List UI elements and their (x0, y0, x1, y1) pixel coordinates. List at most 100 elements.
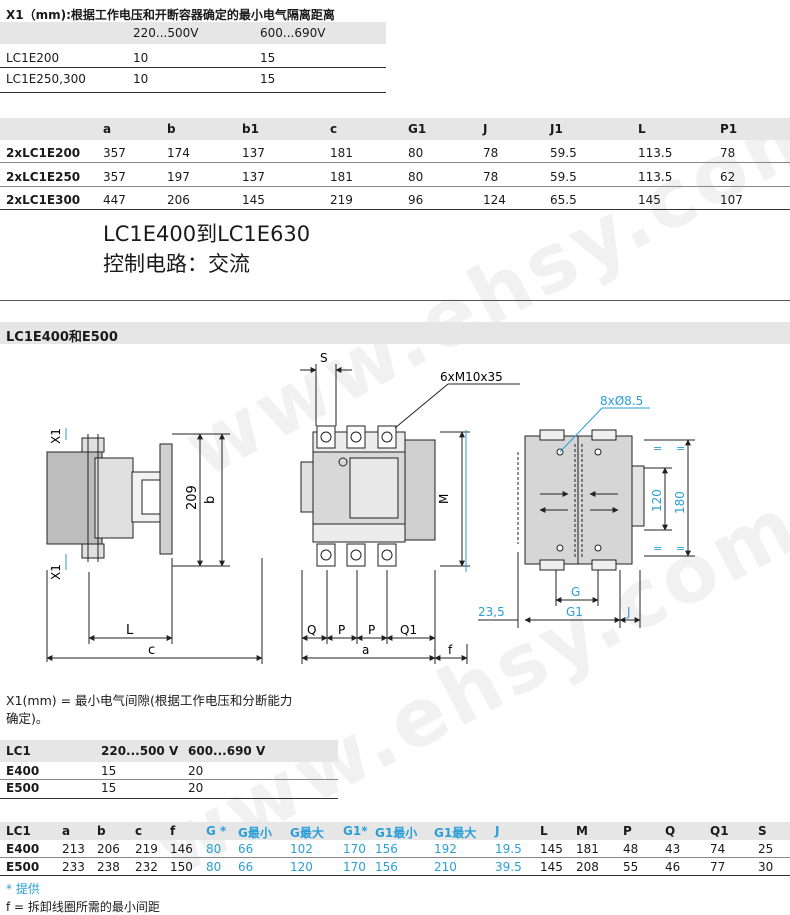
dim-table-2-header: G最大 (290, 826, 324, 840)
dim-table-2-header: Q1 (710, 824, 729, 838)
dim-table-1-header: J (483, 122, 488, 136)
dim-table-2-cell: 120 (290, 860, 313, 874)
dim-table-2-cell: 80 (206, 842, 222, 856)
dim-table-1-cell: 145 (638, 193, 661, 207)
dim-table-2-header: LC1 (6, 824, 31, 838)
dim-table-1-cell: 113.5 (638, 146, 673, 160)
dim-table-1-cell: 80 (408, 170, 424, 184)
dim-table-2-cell: 233 (62, 860, 85, 874)
x1-table-cell: LC1E250,300 (6, 72, 86, 86)
dim-table-2-divider (0, 857, 790, 858)
dim-table-2-cell: 43 (665, 842, 681, 856)
mounting-view (478, 407, 695, 628)
x1-table-2-cell: 20 (188, 764, 204, 778)
dim-Q1-label: Q1 (400, 623, 417, 637)
section-divider (0, 300, 790, 301)
dim-table-1-cell: 2xLC1E200 (6, 146, 81, 160)
dim-table-2-header: Q (665, 824, 676, 838)
holes-spec-label: 8xØ8.5 (600, 394, 643, 408)
dim-G-label: G (571, 585, 580, 599)
dim-table-1-header: b (167, 122, 176, 136)
dim-table-1-rule (0, 162, 790, 163)
dim-180-label: 180 (673, 491, 687, 514)
dim-table-1-cell: 137 (242, 170, 265, 184)
dim-120-label: 120 (650, 489, 664, 512)
dim-table-2-cell: 66 (238, 842, 254, 856)
dim-table-2-cell: 46 (665, 860, 681, 874)
dim-table-1-cell: 181 (330, 170, 353, 184)
front-view (300, 364, 520, 664)
dim-table-1-cell: 107 (720, 193, 743, 207)
dim-table-1-cell: 78 (483, 146, 499, 160)
dim-table-1-cell: 78 (720, 146, 736, 160)
x1-table-2-header: 220...500 V (101, 744, 179, 758)
x1-table-2-bottom-rule (0, 798, 338, 799)
dim-table-1-header: J1 (550, 122, 563, 136)
dim-table-2-header: c (135, 824, 143, 838)
dim-S-label: S (320, 351, 328, 365)
dim-table-2-cell: 102 (290, 842, 313, 856)
dim-table-1-header: c (330, 122, 338, 136)
band-title-bar (0, 322, 790, 344)
dim-table-2-cell: 170 (343, 860, 366, 874)
dim-table-1-cell: 206 (167, 193, 190, 207)
dim-P-label: P (368, 623, 375, 637)
dim-table-2-header: G1最小 (375, 826, 418, 840)
dim-table-2-header: G1最大 (434, 826, 477, 840)
dim-J-label: J (626, 605, 631, 619)
x1-note-line2: 确定)。 (6, 711, 49, 726)
dim-table-2-cell: 156 (375, 842, 398, 856)
x1-table-cell: 15 (260, 51, 276, 65)
x1-table-2-cell: 15 (101, 781, 117, 795)
dim-table-1-cell: 78 (483, 170, 499, 184)
dim-table-2-cell: 30 (758, 860, 774, 874)
dim-table-2-header: b (97, 824, 106, 838)
dim-table-1-cell: 2xLC1E250 (6, 170, 81, 184)
dim-table-2-header: M (576, 824, 588, 838)
dim-table-1-header: L (638, 122, 646, 136)
dim-table-2-cell: 146 (170, 842, 193, 856)
x1-table-cell: 10 (133, 51, 149, 65)
dim-table-1-cell: 181 (330, 146, 353, 160)
dim-table-2-cell: 192 (434, 842, 457, 856)
x1-table-2-header: LC1 (6, 744, 31, 758)
dim-a-label: a (362, 643, 369, 657)
dim-table-1-cell: 357 (103, 170, 126, 184)
dim-table-1-header: a (103, 122, 112, 136)
x1-table-header-band (0, 22, 386, 44)
dim-table-2-cell: 181 (576, 842, 599, 856)
dim-table-2-cell: 208 (576, 860, 599, 874)
dim-table-1-header: P1 (720, 122, 738, 136)
dim-table-2-header: a (62, 824, 71, 838)
footnote-f: f = 拆卸线圈所需的最小间距 (6, 900, 160, 914)
dim-table-2-cell: E500 (6, 860, 40, 874)
dim-table-1-cell: 197 (167, 170, 190, 184)
dim-table-2-cell: 210 (434, 860, 457, 874)
x1-table-header-col1: 220...500V (133, 26, 199, 40)
dim-table-2-header: J (495, 824, 500, 838)
dim-table-1-cell: 174 (167, 146, 190, 160)
x1-table-divider (0, 67, 386, 68)
x1-table-2-divider (0, 779, 338, 780)
band-title: LC1E400和E500 (6, 330, 118, 345)
dim-table-1-cell: 96 (408, 193, 424, 207)
dim-table-2-header-band (0, 822, 790, 840)
dim-table-2-cell: 219 (135, 842, 158, 856)
equal-sign: = (676, 442, 685, 455)
x1-top-label: X1 (49, 428, 63, 444)
dim-table-2-cell: 48 (623, 842, 639, 856)
dim-table-1-header: b1 (242, 122, 259, 136)
dim-table-1-cell: 59.5 (550, 146, 577, 160)
dim-table-2-cell: 39.5 (495, 860, 522, 874)
dim-table-2-header: S (758, 824, 767, 838)
dim-table-1-rule (0, 186, 790, 187)
dim-table-1-cell: 137 (242, 146, 265, 160)
dim-table-2-cell: E400 (6, 842, 40, 856)
x1-table-2-cell: E400 (6, 764, 40, 778)
dim-209-label: 209 (185, 485, 200, 510)
dim-f-label: f (448, 643, 453, 657)
dim-table-2-cell: 145 (540, 842, 563, 856)
dim-table-1-cell: 145 (242, 193, 265, 207)
dim-table-1-cell: 59.5 (550, 170, 577, 184)
dim-table-1-cell: 2xLC1E300 (6, 193, 81, 207)
